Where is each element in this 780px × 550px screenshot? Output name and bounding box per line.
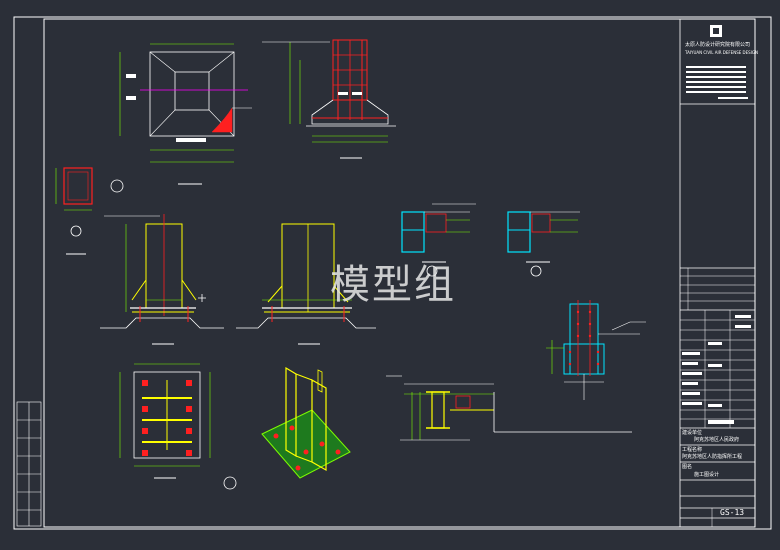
- column-base-elevation-b: [198, 223, 376, 345]
- anchor-bolt-plan: [119, 363, 237, 490]
- drawing-label: 图名: [682, 464, 693, 470]
- watermark-text: 模型组: [330, 262, 456, 308]
- column-base-section: [262, 39, 396, 159]
- client-label: 建设单位: [682, 430, 703, 436]
- beam-column-connection: [386, 375, 632, 441]
- cyan-connection-detail-a: [401, 203, 476, 277]
- outer-frame: [13, 16, 772, 530]
- column-base-elevation-a: [100, 214, 224, 345]
- project-label: 工程名称: [682, 447, 703, 453]
- project-name: 阿克苏地区人防指挥所工程: [682, 454, 743, 460]
- title-block-text-bars: [682, 66, 751, 424]
- binding-strip: [16, 401, 42, 527]
- cyan-connection-detail-b: [507, 211, 580, 277]
- wall-section-detail: [546, 300, 646, 400]
- column-base-plan: [119, 43, 252, 185]
- company-logo-icon: [710, 25, 722, 37]
- company-name-en: TAIYUAN CIVIL AIR DEFENSE DESIGN: [685, 50, 758, 55]
- drawing-name: 施工图设计: [694, 472, 720, 478]
- sheet-number: GS-13: [720, 508, 745, 517]
- company-name: 太原人防设计研究院有限公司: [685, 42, 751, 48]
- title-block-frame: [679, 18, 756, 528]
- isometric-column-base: [261, 366, 351, 479]
- small-column-section: [55, 167, 124, 255]
- title-block-revision-grid: [680, 268, 755, 527]
- client-name: 阿克苏地区人民政府: [694, 437, 740, 443]
